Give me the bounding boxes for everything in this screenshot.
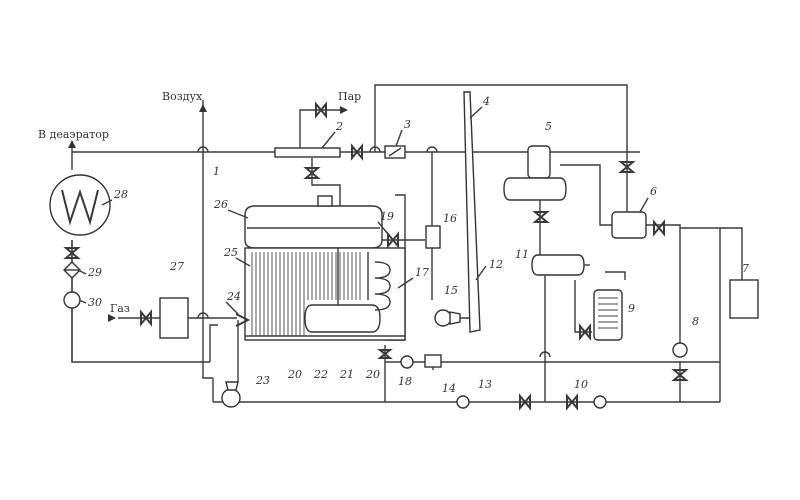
chimney-12 — [463, 91, 481, 333]
unit-16 — [425, 225, 441, 249]
number-5: 5 — [545, 120, 552, 133]
valve-icon — [519, 393, 531, 411]
valve-icon — [671, 369, 689, 381]
unit-14 — [424, 354, 442, 368]
number-13: 13 — [478, 378, 492, 391]
number-15: 15 — [444, 284, 458, 297]
number-16: 16 — [443, 212, 457, 225]
number-9: 9 — [628, 302, 635, 315]
pump-13 — [456, 395, 470, 409]
number-20-right: 20 — [365, 368, 380, 381]
number-24: 24 — [226, 290, 241, 303]
header-2 — [274, 147, 341, 158]
flow-arrows — [68, 104, 348, 322]
steam-valve-icon — [315, 101, 327, 119]
valve-icon — [377, 349, 393, 359]
tank-6 — [611, 211, 647, 239]
label-deaerator: В деаэратор — [38, 128, 109, 141]
pump-10 — [593, 395, 607, 409]
heat-exchanger-28 — [49, 174, 111, 236]
leader-lines — [77, 106, 649, 315]
number-27: 27 — [169, 260, 184, 273]
number-8: 8 — [692, 315, 699, 328]
pump-8 — [672, 342, 688, 358]
tank-11 — [531, 254, 585, 276]
valve-icon — [532, 211, 550, 223]
label-steam: Пар — [338, 90, 361, 103]
number-14: 14 — [442, 382, 456, 395]
number-20-left: 20 — [287, 368, 302, 381]
number-4: 4 — [482, 95, 490, 108]
number-1: 1 — [213, 165, 220, 178]
number-29: 29 — [87, 266, 102, 279]
number-2: 2 — [335, 120, 343, 133]
number-18: 18 — [398, 375, 412, 388]
number-23: 23 — [255, 374, 270, 387]
pump-23 — [221, 381, 241, 408]
number-7: 7 — [742, 262, 749, 275]
boiler — [244, 195, 406, 341]
valve-icon — [351, 143, 363, 161]
gas-unit-27 — [159, 297, 189, 339]
number-19: 19 — [380, 210, 394, 223]
deaerator-5 — [503, 145, 567, 201]
number-26: 26 — [213, 198, 228, 211]
valve-icon — [63, 247, 81, 259]
pipework — [71, 84, 743, 403]
pump-15 — [434, 309, 461, 327]
valve-icon — [579, 323, 591, 341]
number-30: 30 — [88, 296, 102, 309]
pump-18 — [400, 355, 414, 369]
number-28: 28 — [113, 188, 128, 201]
number-12: 12 — [489, 258, 503, 271]
number-3: 3 — [404, 118, 411, 131]
valve-19-icon — [387, 231, 399, 249]
callout-numbers: 1 2 3 4 5 6 7 8 9 10 11 12 13 14 15 16 1… — [87, 95, 749, 395]
gas-valve-icon — [140, 309, 152, 327]
filter-9 — [593, 289, 623, 341]
number-17: 17 — [415, 266, 429, 279]
number-21: 21 — [339, 368, 354, 381]
unit-7 — [729, 279, 759, 319]
number-22: 22 — [313, 368, 328, 381]
valve-icon — [303, 167, 321, 179]
valve-icon — [653, 219, 665, 237]
number-10: 10 — [574, 378, 588, 391]
valve-icon — [618, 161, 636, 173]
number-25: 25 — [223, 246, 238, 259]
crossings — [197, 146, 551, 358]
number-11: 11 — [515, 248, 529, 261]
burner-24 — [235, 313, 251, 327]
tube-bank — [251, 252, 361, 336]
number-6: 6 — [650, 185, 657, 198]
valve-icon — [566, 393, 578, 411]
label-gas: Газ — [110, 302, 130, 315]
pump-30 — [63, 291, 81, 309]
label-air: Воздух — [162, 90, 203, 103]
